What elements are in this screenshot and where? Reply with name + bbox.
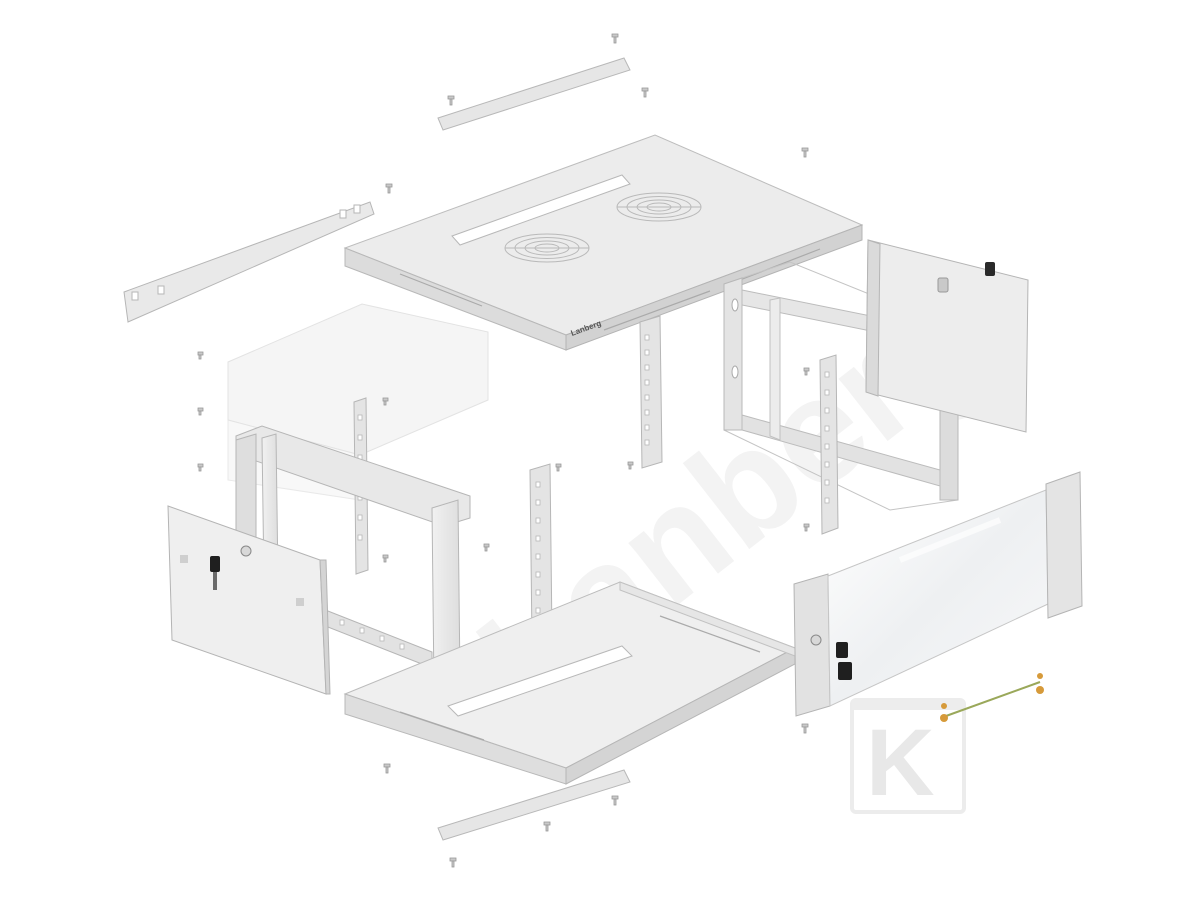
mounting-rail [639, 315, 663, 469]
front-glass-door [793, 471, 1083, 717]
screw-icon [197, 407, 204, 416]
screw-icon [382, 397, 389, 406]
front-frame [235, 425, 471, 689]
top-rail-strip [437, 57, 631, 131]
screw-icon [611, 795, 619, 806]
wall-mount-strip [123, 201, 375, 323]
top-panel: Lanberg [343, 134, 864, 351]
washer-icon [941, 703, 947, 709]
bottom-panel [343, 581, 797, 785]
screw-icon [803, 367, 810, 376]
left-side-door [167, 505, 331, 695]
lock-icon [937, 262, 995, 293]
corner-logo-letter: K [866, 710, 935, 816]
washer-icon [1037, 673, 1043, 679]
screw-icon [382, 554, 389, 563]
screw-icon [555, 463, 562, 472]
bottom-rail-strip [437, 769, 631, 841]
screw-icon [197, 463, 204, 472]
screw-icon [803, 523, 810, 532]
fan-grille-icon [616, 192, 702, 222]
screw-icon [449, 857, 457, 868]
right-side-panel [865, 239, 1029, 433]
ground-wire [940, 673, 1044, 722]
screw-icon [627, 461, 634, 470]
screw-icon [197, 351, 204, 360]
screw-icon [641, 87, 649, 98]
screw-icon [383, 763, 391, 774]
screw-icon [447, 95, 455, 106]
screw-icon [801, 723, 809, 734]
screw-icon [385, 183, 393, 194]
mounting-rail [819, 354, 839, 535]
screw-icon [483, 543, 490, 552]
washer-icon [940, 714, 948, 722]
screw-icon [801, 147, 809, 158]
washer-icon [1036, 686, 1044, 694]
key-icon [210, 545, 252, 590]
corner-logo: K [850, 698, 966, 816]
screw-icon [543, 821, 551, 832]
screws [197, 33, 810, 868]
door-lock-icon [810, 634, 852, 680]
mounting-rail [529, 463, 553, 643]
screw-icon [611, 33, 619, 44]
fan-grille-icon [504, 233, 590, 263]
